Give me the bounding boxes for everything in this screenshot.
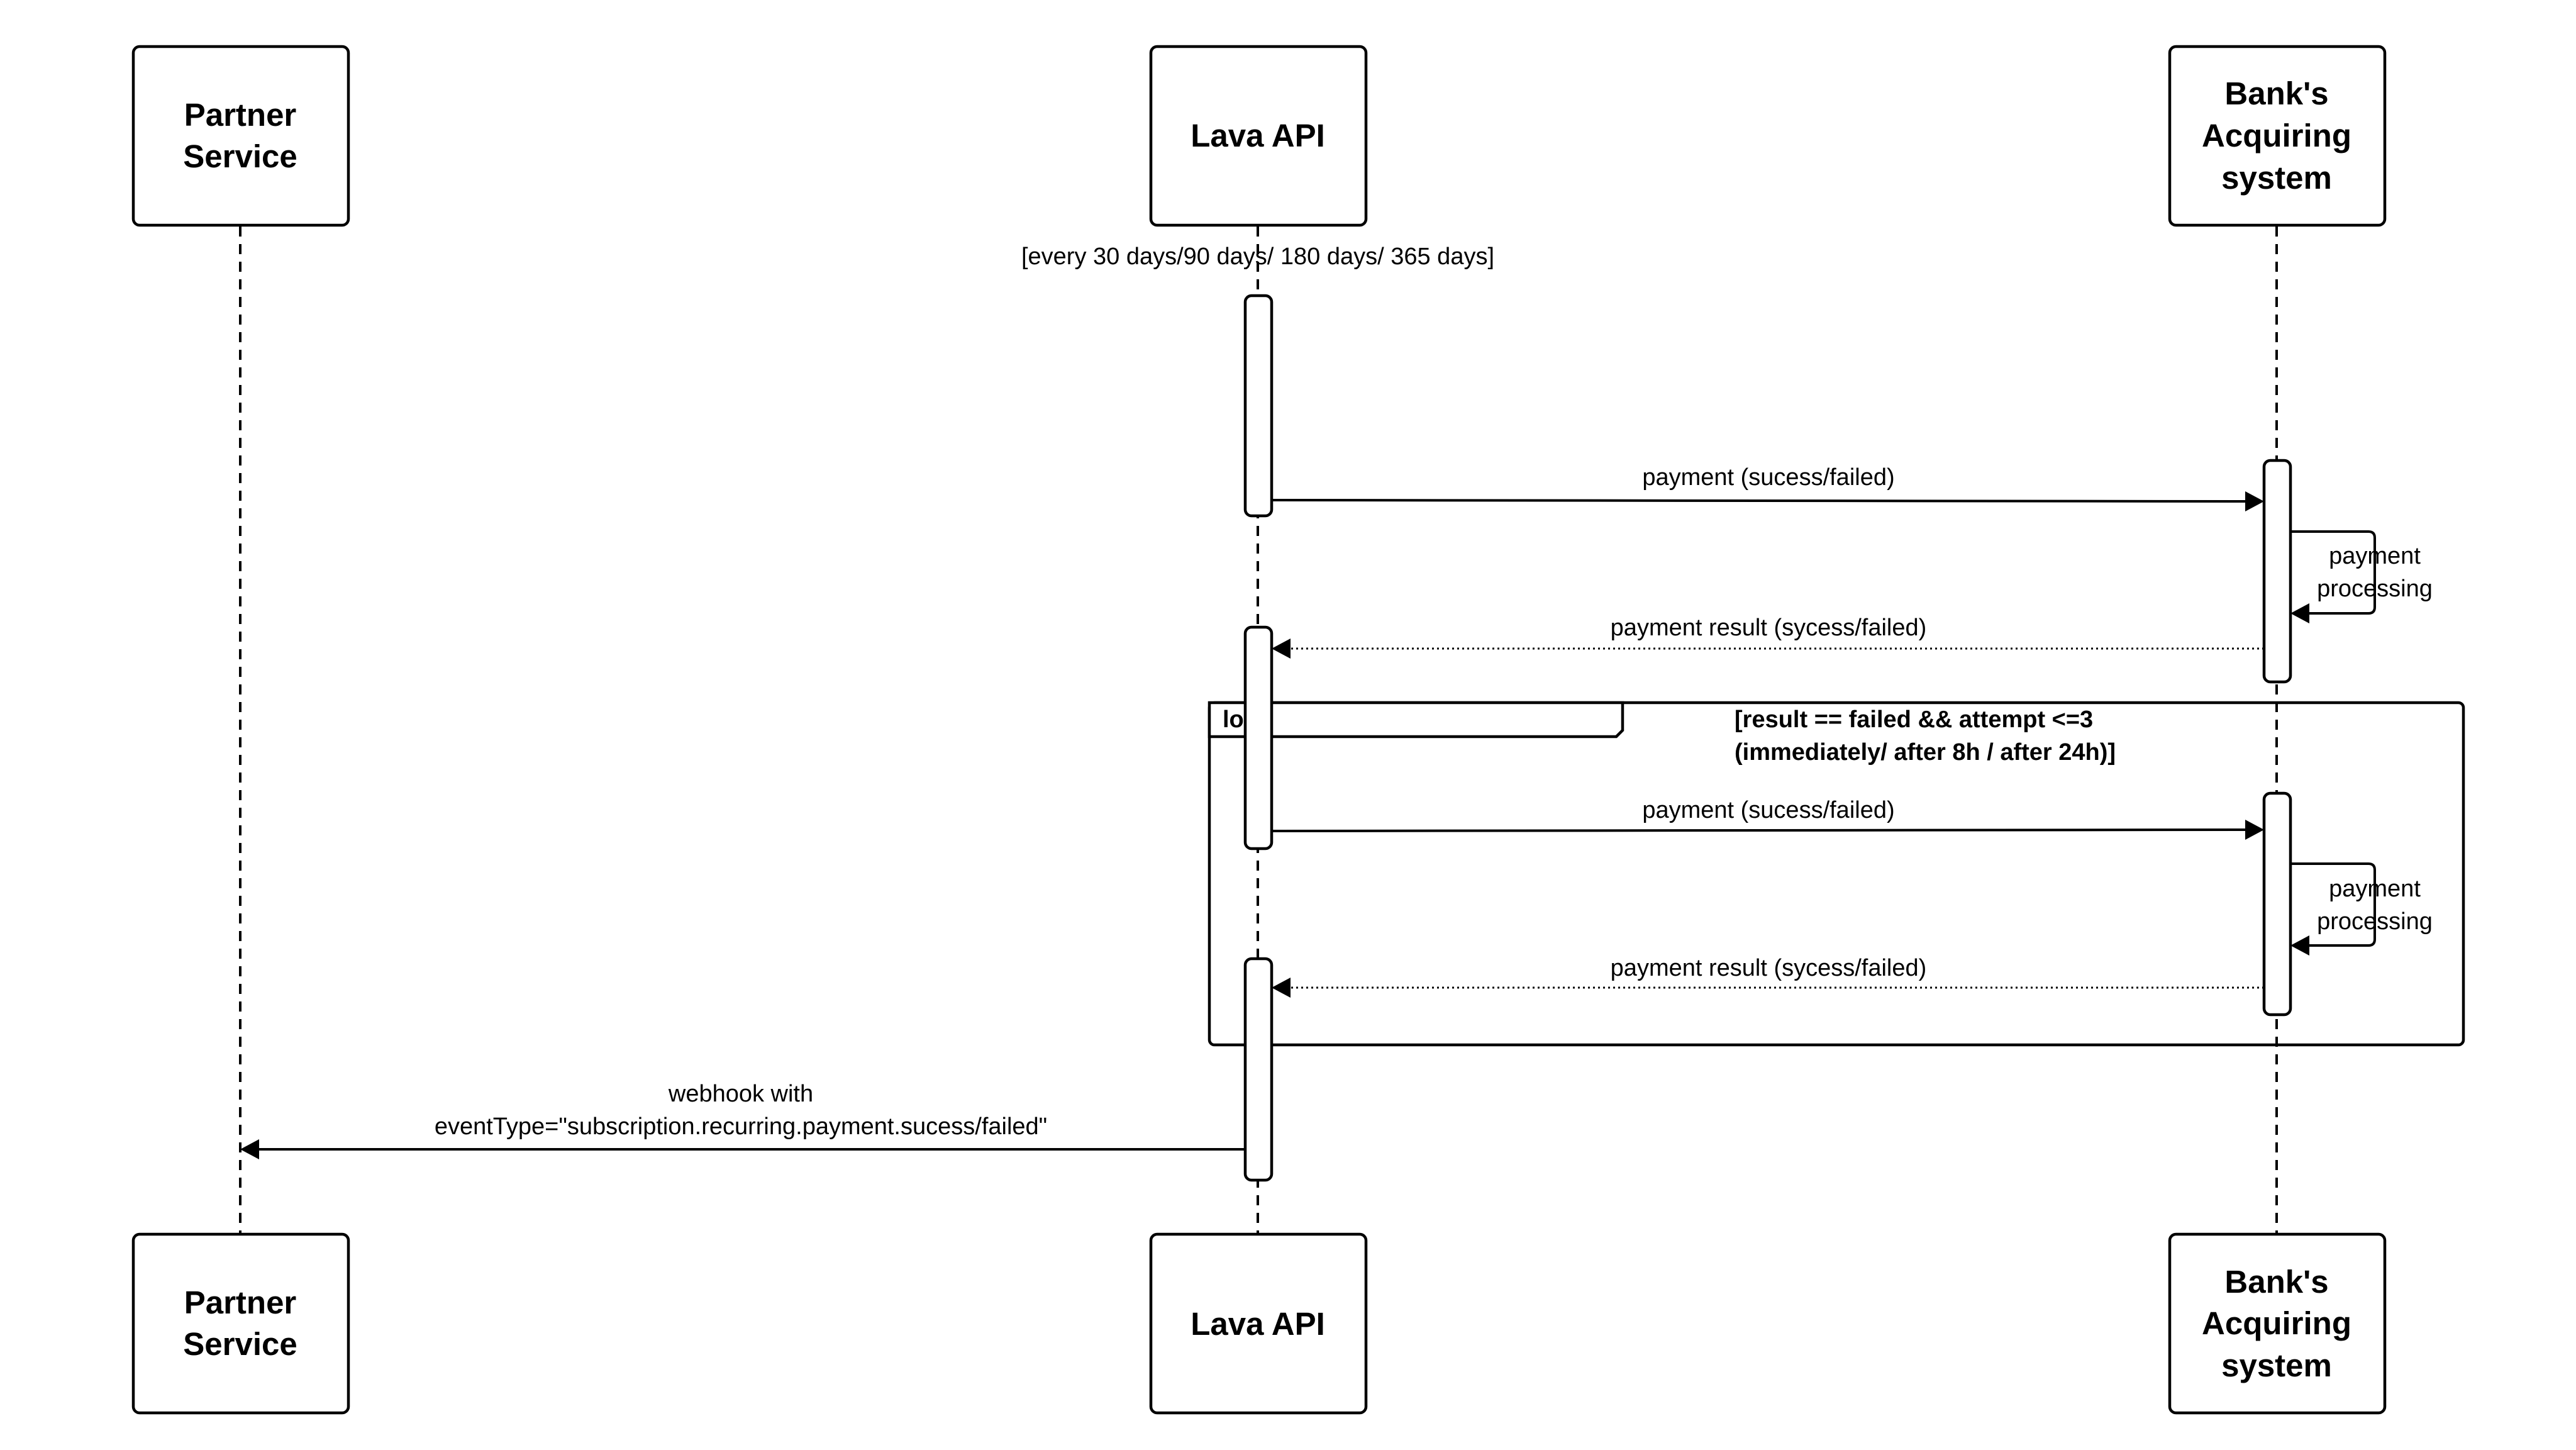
message-payment-retry: payment (sucess/failed) <box>1271 797 2264 840</box>
participant-label-line: system <box>2221 1347 2332 1383</box>
participant-label-line: Lava API <box>1191 1306 1325 1342</box>
activation-bar <box>2262 791 2292 1017</box>
participant-bottom-lava: Lava API <box>1149 1232 1368 1415</box>
participant-label-line: Lava API <box>1191 118 1325 153</box>
message-payment-result-retry: payment result (sycess/failed) <box>1272 955 2264 998</box>
activation-bar <box>1243 957 1274 1182</box>
message-label: payment (sucess/failed) <box>1642 797 1894 823</box>
participant-label-line: system <box>2221 160 2332 196</box>
message-label: processing <box>2317 908 2433 935</box>
message-payment: payment (sucess/failed) <box>1271 464 2264 511</box>
activation-bar <box>1243 294 1274 518</box>
message-label: payment <box>2329 543 2421 569</box>
participant-label-line: Bank's <box>2224 75 2328 111</box>
message-webhook: webhook with eventType="subscription.rec… <box>240 1081 1245 1159</box>
participant-bottom-partner: Partner Service <box>131 1232 350 1415</box>
loop-condition-line: [result == failed && attempt <=3 <box>1735 706 2093 733</box>
participant-label-line: Bank's <box>2224 1264 2328 1300</box>
message-label: payment result (sycess/failed) <box>1611 955 1927 981</box>
recurrence-guard: [every 30 days/90 days/ 180 days/ 365 da… <box>1021 243 1494 270</box>
message-label: payment result (sycess/failed) <box>1611 615 1927 641</box>
participant-label-line: Acquiring <box>2202 1305 2351 1341</box>
loop-frame: loop [result == failed && attempt <=3 (i… <box>1208 701 2465 1047</box>
participant-top-bank: Bank's Acquiring system <box>2168 45 2387 227</box>
message-label: eventType="subscription.recurring.paymen… <box>435 1113 1047 1140</box>
activation-bar <box>1243 625 1274 850</box>
self-message-payment-processing: payment processing <box>2290 530 2433 623</box>
participant-label-line: Acquiring <box>2202 118 2351 153</box>
message-payment-result: payment result (sycess/failed) <box>1272 615 2264 659</box>
message-label: payment (sucess/failed) <box>1642 464 1894 491</box>
participant-label-line: Partner <box>184 97 297 133</box>
participant-bottom-bank: Bank's Acquiring system <box>2168 1232 2387 1415</box>
activation-bar <box>2262 459 2292 684</box>
participant-label-line: Service <box>183 138 297 174</box>
message-label: processing <box>2317 576 2433 602</box>
self-message-payment-processing-retry: payment processing <box>2290 862 2433 956</box>
participant-label-line: Service <box>183 1326 297 1362</box>
participant-top-partner: Partner Service <box>131 45 350 227</box>
loop-condition-line: (immediately/ after 8h / after 24h)] <box>1735 739 2116 766</box>
message-label: webhook with <box>668 1081 813 1107</box>
participant-top-lava: Lava API <box>1149 45 1368 227</box>
message-label: payment <box>2329 876 2421 902</box>
participant-label-line: Partner <box>184 1285 297 1320</box>
